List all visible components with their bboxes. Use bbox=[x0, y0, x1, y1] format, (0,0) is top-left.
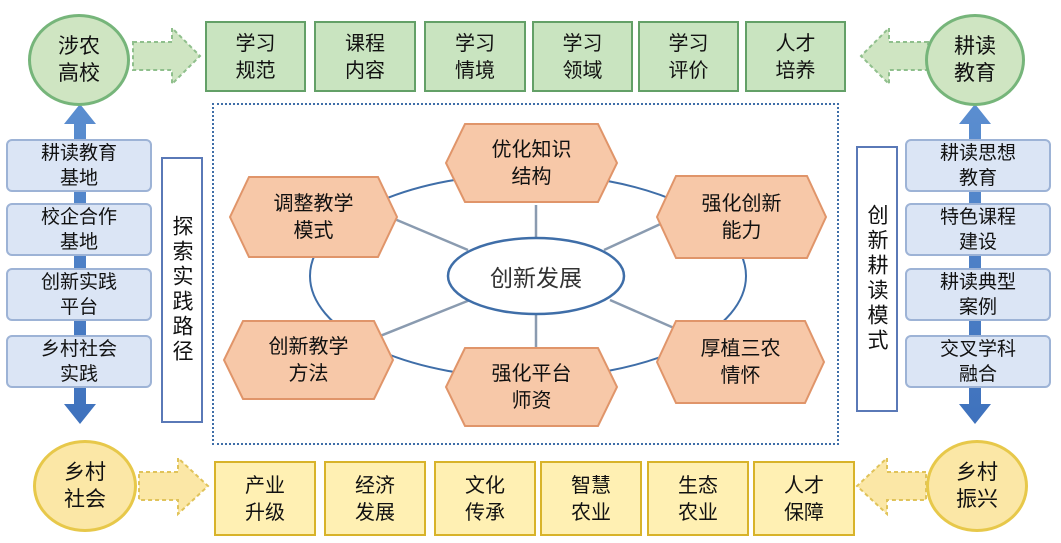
left-box-1: 耕读教育 基地 bbox=[6, 139, 152, 192]
top-box-2: 课程 内容 bbox=[314, 21, 416, 92]
top-box-3: 学习 情境 bbox=[424, 21, 526, 92]
top-box-1: 学习 规范 bbox=[205, 21, 306, 92]
corner-circle-top-left: 涉农 高校 bbox=[28, 14, 130, 106]
hexagon-upper-right-text: 强化创新 能力 bbox=[701, 191, 782, 242]
right-box-3: 耕读典型 案例 bbox=[905, 268, 1051, 321]
hexagon-lower-right bbox=[655, 320, 826, 404]
vertical-arrow-left bbox=[64, 104, 96, 424]
vertical-arrow-right bbox=[959, 104, 991, 424]
left-box-2: 校企合作 基地 bbox=[6, 203, 152, 256]
right-box-1: 耕读思想 教育 bbox=[905, 139, 1051, 192]
bottom-box-3: 文化 传承 bbox=[434, 461, 536, 536]
bottom-box-4: 智慧 农业 bbox=[540, 461, 642, 536]
right-box-2: 特色课程 建设 bbox=[905, 203, 1051, 256]
corner-circle-top-right: 耕读 教育 bbox=[925, 14, 1025, 106]
center-ellipse bbox=[446, 236, 626, 316]
bottom-box-2: 经济 发展 bbox=[324, 461, 426, 536]
bottom-box-6: 人才 保障 bbox=[753, 461, 855, 536]
left-vertical-label-text: 探索实践路径 bbox=[170, 215, 194, 365]
hexagon-upper-right bbox=[655, 175, 828, 259]
hexagon-shapes bbox=[222, 123, 828, 427]
arrow-left-top-right bbox=[859, 25, 929, 87]
right-vertical-label: 创新耕读模式 bbox=[856, 146, 898, 412]
left-box-3: 创新实践 平台 bbox=[6, 268, 152, 321]
top-box-6: 人才 培养 bbox=[745, 21, 846, 92]
arrow-right-bottom-left bbox=[138, 455, 210, 517]
center-frame bbox=[212, 103, 839, 445]
hexagon-bottom bbox=[444, 347, 619, 427]
top-box-5: 学习 评价 bbox=[638, 21, 739, 92]
arrow-right-top-left bbox=[132, 25, 202, 87]
hexagon-upper-left bbox=[228, 176, 399, 258]
right-vertical-label-text: 创新耕读模式 bbox=[865, 204, 889, 354]
left-vertical-label: 探索实践路径 bbox=[161, 157, 203, 423]
left-box-4: 乡村社会 实践 bbox=[6, 335, 152, 388]
hexagon-bottom-text: 强化平台 师资 bbox=[491, 361, 572, 412]
top-box-4: 学习 领域 bbox=[532, 21, 633, 92]
hexagon-top-text: 优化知识 结构 bbox=[491, 137, 572, 188]
hexagon-upper-left-text: 调整教学 模式 bbox=[273, 191, 354, 242]
hexagon-lower-left bbox=[222, 320, 395, 400]
arrow-left-bottom-right bbox=[855, 455, 927, 517]
right-box-4: 交叉学科 融合 bbox=[905, 335, 1051, 388]
corner-circle-bottom-left: 乡村 社会 bbox=[33, 440, 137, 532]
hexagon-lower-left-text: 创新教学 方法 bbox=[268, 334, 349, 385]
bottom-box-5: 生态 农业 bbox=[647, 461, 749, 536]
hexagon-top bbox=[444, 123, 619, 203]
bottom-box-1: 产业 升级 bbox=[214, 461, 316, 536]
corner-circle-bottom-right: 乡村 振兴 bbox=[926, 440, 1028, 532]
center-title: 创新发展 bbox=[490, 266, 582, 292]
hexagon-lower-right-text: 厚植三农 情怀 bbox=[700, 336, 781, 387]
